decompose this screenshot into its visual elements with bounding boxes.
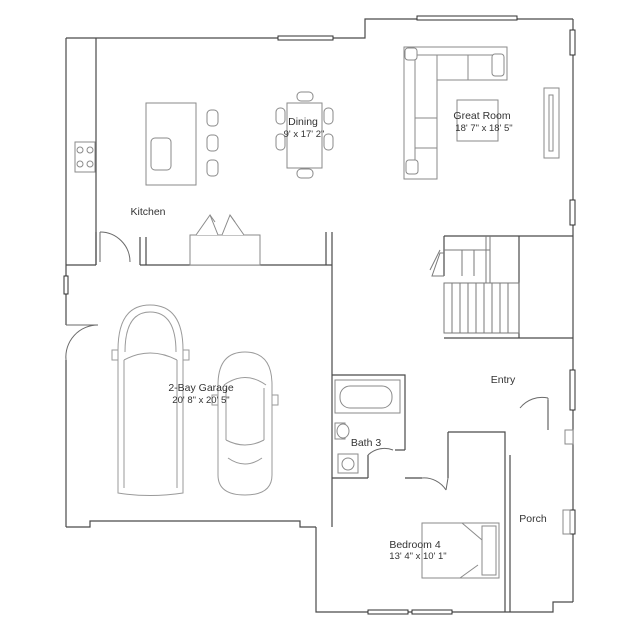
- bath-fixtures: [334, 379, 401, 474]
- room-dimensions-dining: 9' x 17' 2": [284, 129, 325, 140]
- room-name-bath-3: Bath 3: [351, 437, 382, 449]
- room-name-porch: Porch: [519, 513, 547, 525]
- dining-set: [275, 91, 334, 179]
- garage-vehicles: [111, 304, 279, 496]
- room-name-bedroom-4: Bedroom 4: [389, 539, 441, 551]
- stairs: [429, 236, 520, 334]
- kitchen-fixtures: [74, 102, 261, 266]
- walls: [65, 18, 574, 613]
- porch-fixtures: [562, 429, 574, 535]
- room-labels: Kitchen Dining 9' x 17' 2" Great Room 18…: [130, 110, 546, 562]
- room-name-kitchen: Kitchen: [130, 206, 165, 218]
- room-dimensions-bedroom-4: 13' 4" x 10' 1": [389, 551, 446, 562]
- room-name-entry: Entry: [491, 374, 516, 386]
- room-name-dining: Dining: [288, 116, 318, 128]
- van: [117, 304, 184, 496]
- room-dimensions-garage: 20' 8" x 20' 5": [172, 395, 229, 406]
- room-name-garage: 2-Bay Garage: [168, 382, 234, 394]
- doors: [65, 231, 549, 491]
- sedan: [217, 351, 273, 496]
- great-room-furniture: [403, 46, 560, 180]
- bedroom-furniture: [421, 522, 500, 579]
- room-name-great-room: Great Room: [453, 110, 510, 122]
- room-dimensions-great-room: 18' 7" x 18' 5": [455, 123, 512, 134]
